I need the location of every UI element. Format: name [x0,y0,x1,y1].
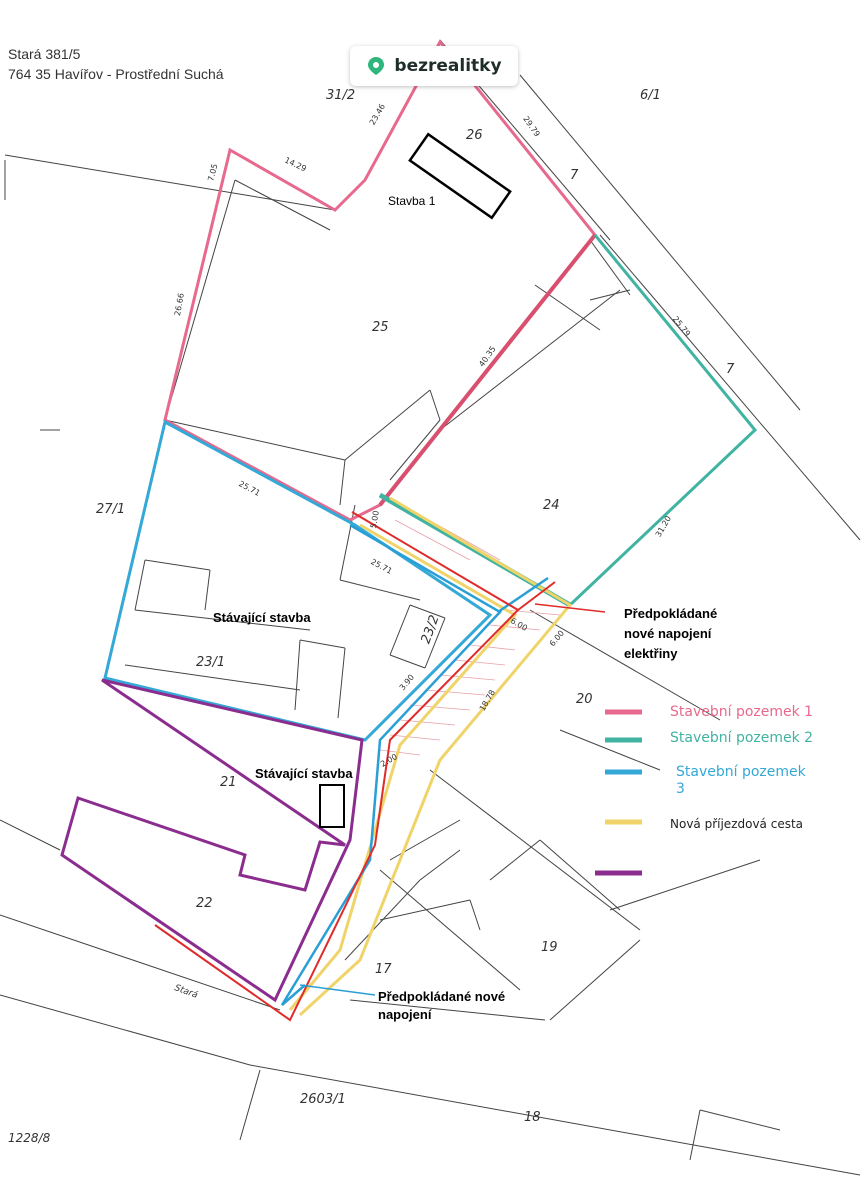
legend-item-plot-3: Stavební pozemek 3 [676,764,806,797]
utility-line-red [154,511,520,1022]
building-plot-purple-boundary [60,678,364,1003]
electricity-pointer [534,603,606,613]
parcel-23-1: 23/1 [196,655,226,670]
building-plot-2-boundary [379,234,758,607]
address-line-1: Stará 381/5 [8,46,81,62]
utility-line-red-spur [517,581,556,611]
legend-swatches [595,709,642,876]
building-existing-small [319,784,345,828]
brand-name: bezrealitky [394,56,502,76]
address-block: Stará 381/5 764 35 Havířov - Prostřední … [8,44,224,84]
parcel-21: 21 [220,775,237,790]
label-stavba-1: Stavba 1 [388,194,436,208]
utility-line-blue-spur [497,576,549,614]
parcel-22: 22 [196,896,213,911]
parcel-6-1: 6/1 [640,88,661,103]
connection-pointer [299,984,376,996]
address-line-2: 764 35 Havířov - Prostřední Suchá [8,66,224,82]
parcel-31-2: 31/2 [326,88,356,103]
parcel-27-1: 27/1 [96,502,126,517]
parcel-24: 24 [543,498,560,513]
legend-item-plot-1: Stavební pozemek 1 [670,704,814,720]
utility-line-blue [280,523,502,1006]
label-new-connection: Předpokládané nové napojení [378,989,506,1022]
label-existing-building-1: Stávající stavba [213,610,311,625]
legend-item-plot-2: Stavební pozemek 2 [670,730,814,746]
new-access-road-edge [288,523,518,1011]
parcel-20: 20 [576,692,593,707]
building-plot-3-boundary [103,419,493,742]
label-existing-building-2: Stávající stavba [255,766,353,781]
parcel-7-b: 7 [726,362,735,377]
map-pin-icon [368,57,385,75]
parcel-1228-8: 1228/8 [8,1131,51,1145]
plot1-divider [378,233,597,507]
cadastral-lines [0,39,861,1176]
label-electricity-connection: Předpokládané nové napojení elektřiny [624,606,718,661]
new-access-road [298,496,573,1017]
building-stavba-1 [408,132,512,220]
parcel-2603-1: 2603/1 [300,1092,346,1107]
parcel-18: 18 [524,1110,541,1125]
parcel-17: 17 [375,962,392,977]
brand-logo[interactable]: bezrealitky [350,46,518,86]
parcel-26: 26 [466,128,483,143]
parcel-7-a: 7 [570,168,579,183]
legend-item-access-road: Nová příjezdová cesta [670,817,804,831]
parcel-19: 19 [541,940,558,955]
parcel-25: 25 [372,320,389,335]
